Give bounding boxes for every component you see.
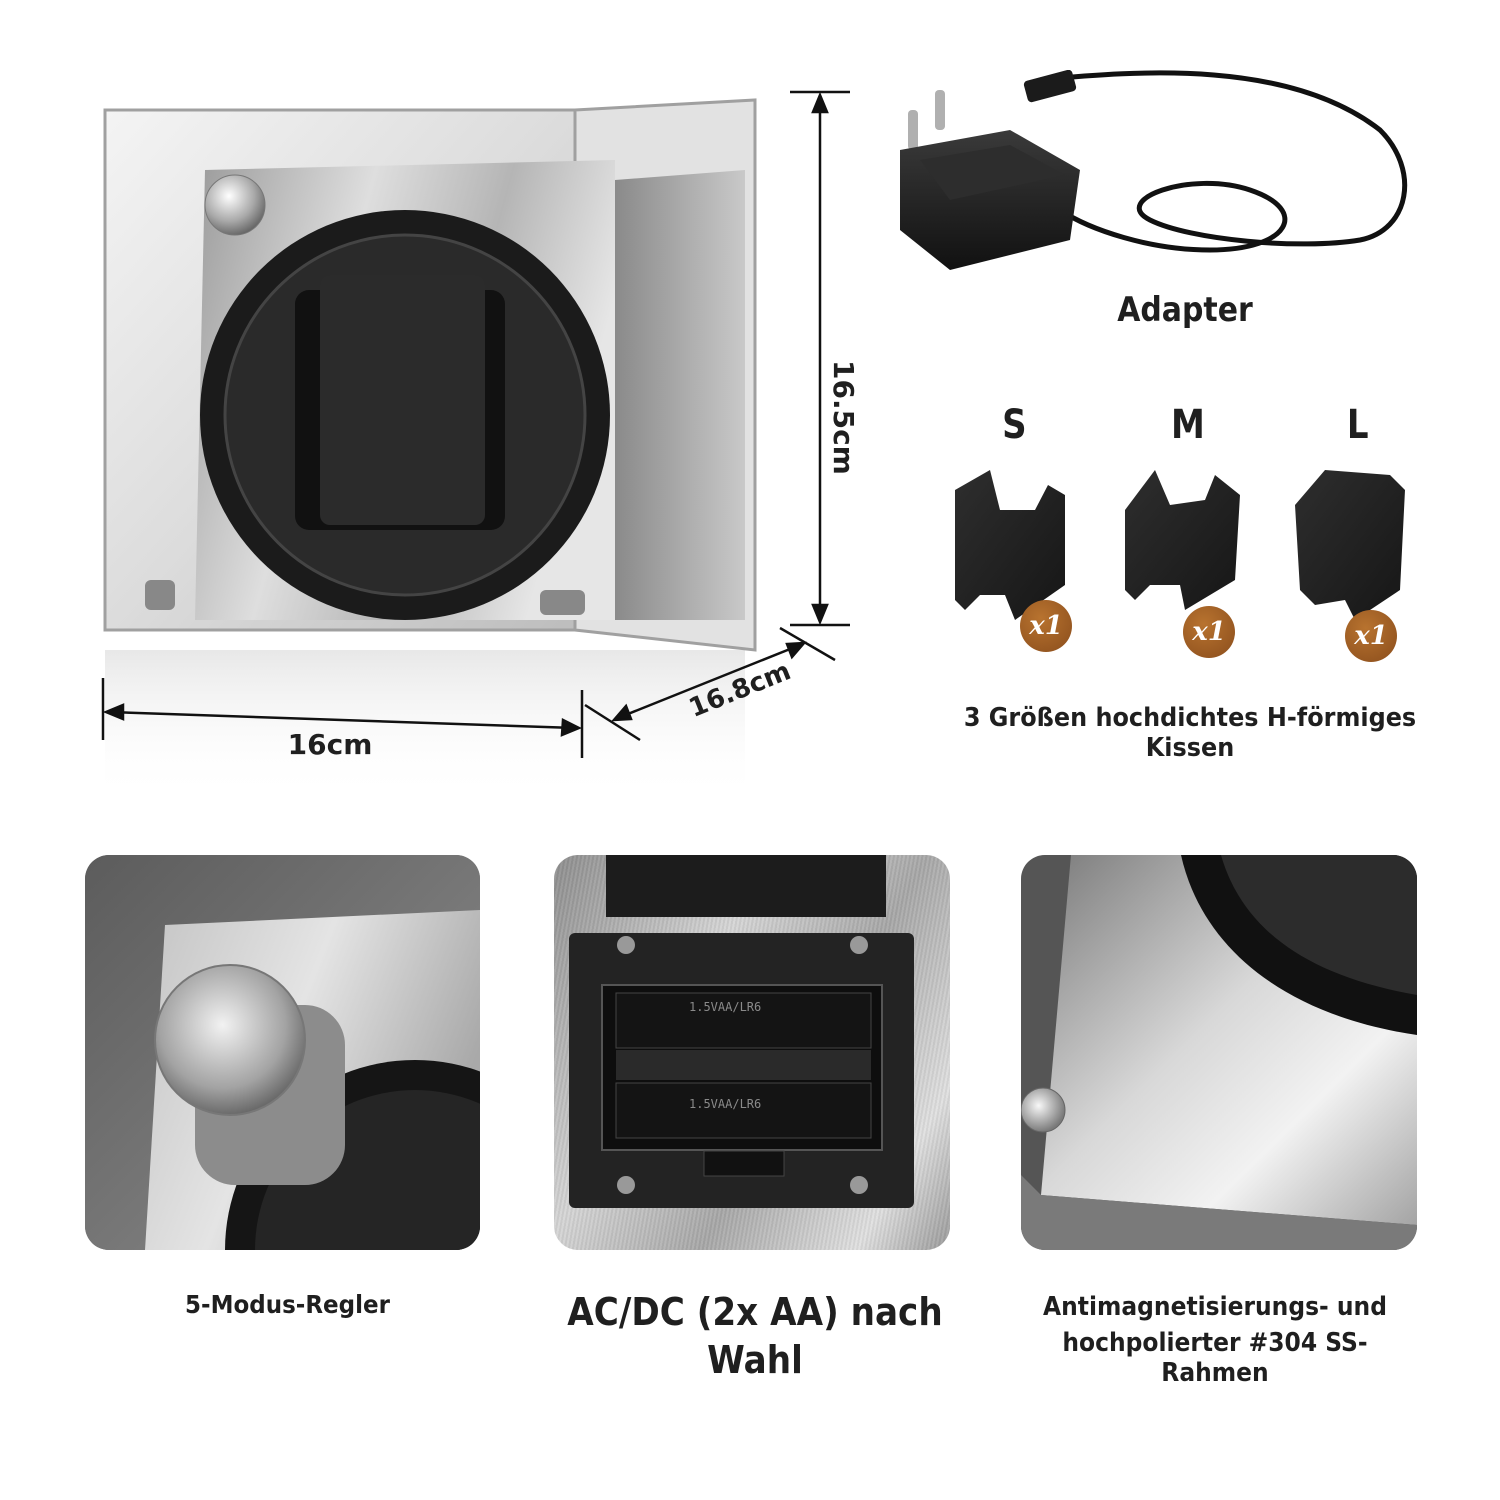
feature-caption-power-line1: AC/DC (2x AA) nach (567, 1290, 943, 1334)
feature-caption-power-line2: Wahl (707, 1338, 803, 1382)
quantity-badge-s: x1 (1020, 600, 1072, 652)
quantity-badge-m: x1 (1183, 606, 1235, 658)
battery-label-top: 1.5VAA/LR6 (689, 1000, 762, 1014)
floor-reflection (105, 650, 745, 800)
watch-winder-main-image (95, 90, 775, 810)
feature-caption-mode-knob: 5-Modus-Regler (185, 1290, 390, 1319)
size-letter-l: L (1346, 402, 1369, 448)
dimension-width-label: 16cm (287, 728, 373, 761)
size-letter-s: S (1002, 402, 1027, 448)
mode-knob (204, 174, 266, 236)
cushion-s (955, 470, 1065, 620)
metal-side-panel (615, 170, 745, 620)
adapter-top (920, 145, 1065, 200)
feature-caption-frame-line1: Antimagnetisierungs- und (1043, 1292, 1387, 1322)
hinge-right (540, 590, 585, 615)
polished-frame-closeup (1021, 855, 1417, 1250)
dimension-lines (101, 90, 850, 758)
battery-label-bottom: 1.5VAA/LR6 (689, 1097, 762, 1111)
feature-panel-frame (1021, 855, 1417, 1250)
power-adapter-illustration (900, 70, 1408, 270)
hinge-left (145, 580, 175, 610)
cushions-caption: 3 Größen hochdichtes H-förmiges Kissen (963, 703, 1417, 763)
plug-pin-right (935, 90, 945, 130)
plug-pin-left (908, 110, 918, 150)
watch-cushion (320, 275, 485, 525)
feature-caption-frame-line2: hochpolierter #304 SS-Rahmen (1062, 1328, 1368, 1388)
battery-compartment-closeup (569, 855, 914, 1208)
feature-panel-battery: 1.5VAA/LR6 1.5VAA/LR6 (554, 855, 950, 1250)
adapter-label: Adapter (1117, 290, 1253, 330)
watch-winder-illustration (103, 98, 757, 800)
cushion-l (1295, 470, 1405, 620)
dc-plug (1023, 70, 1077, 103)
cushion-m (1125, 470, 1240, 610)
size-letter-m: M (1170, 402, 1205, 448)
feature-panel-mode-knob (85, 855, 480, 1250)
adapter-cable (1039, 70, 1408, 253)
quantity-badge-l: x1 (1345, 610, 1397, 662)
mode-knob-closeup (85, 855, 480, 1250)
cushions-illustration (955, 470, 1405, 620)
dimension-height-label: 16.5cm (827, 360, 860, 475)
